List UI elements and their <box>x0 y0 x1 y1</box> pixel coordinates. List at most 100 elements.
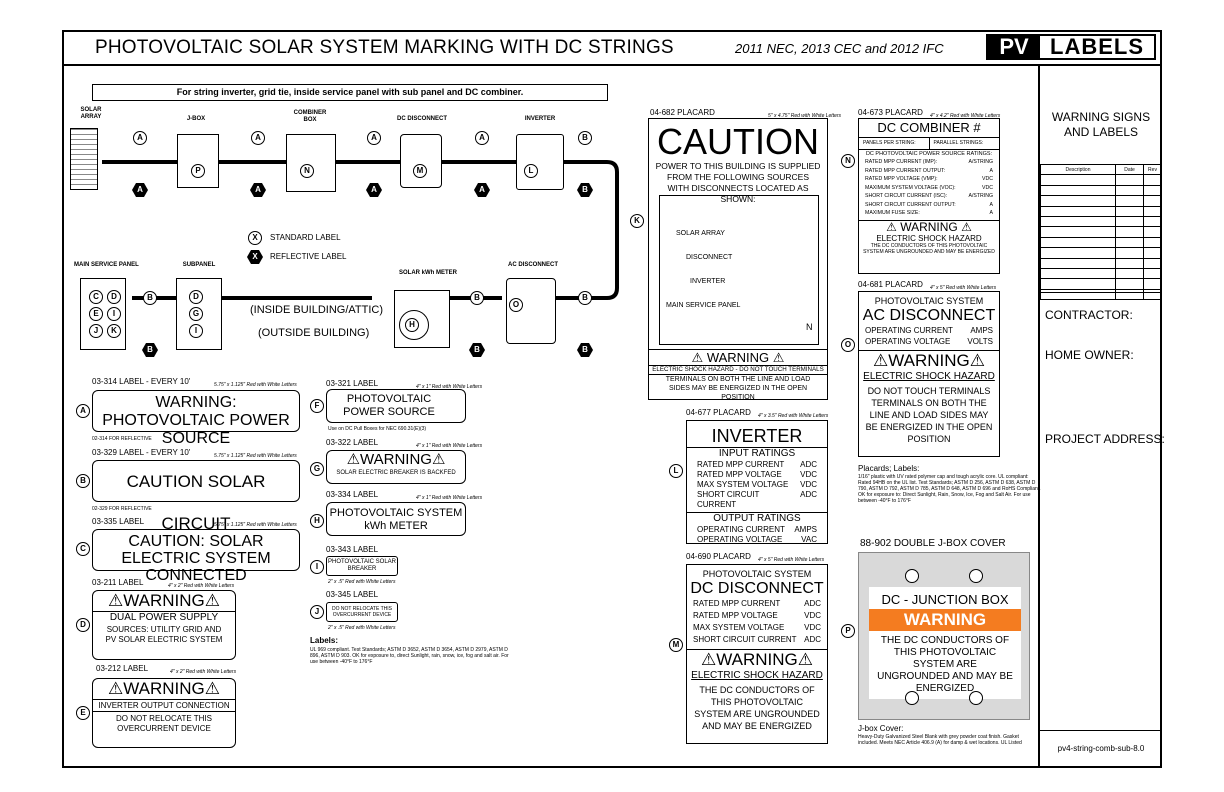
label-03-211-line1: DUAL POWER SUPPLY <box>93 611 235 623</box>
inverter-label: INVERTER <box>524 116 556 122</box>
label-03-314: WARNING: PHOTOVOLTAIC POWER SOURCE <box>92 390 300 447</box>
placard-04-681-title: AC DISCONNECT <box>862 307 996 324</box>
marker-a-r-4: A <box>474 183 490 197</box>
marker-m: M <box>413 164 427 178</box>
rating-name: SHORT CIRCUIT CURRENT <box>697 490 760 509</box>
rating-name: RATED MPP CURRENT OUTPUT: <box>865 167 946 174</box>
legend-reflective: REFLECTIVE LABEL <box>270 252 347 261</box>
label-03-322-spec: 4" x 1" Red with White Letters <box>416 443 483 449</box>
placard-04-677-header: 04-677 PLACARD <box>686 408 751 417</box>
marker-p: P <box>191 164 205 178</box>
marker-f: F <box>310 399 324 413</box>
label-03-335: CAUTION: SOLAR ELECTRIC SYSTEM CONNECTED <box>92 529 300 584</box>
output-ratings-heading: OUTPUT RATINGS <box>687 512 827 525</box>
jbox-cover-description: Heavy-Duty Galvanized Steel Blank with g… <box>858 734 1022 746</box>
marker-c: C <box>89 290 103 304</box>
drawing-frame <box>62 30 1162 768</box>
marker-j-2: J <box>310 605 324 619</box>
label-03-314-header: 03-314 LABEL - EVERY 10' <box>92 377 191 386</box>
rating-unit: ADC <box>800 490 817 499</box>
rating-name: SHORT CIRCUIT CURRENT <box>693 635 797 644</box>
sidebar-rule-bottom <box>1040 730 1162 731</box>
rating-name: OPERATING VOLTAGE <box>697 535 783 544</box>
rating-row: RATED MPP VOLTAGE (VMP):VDC <box>859 175 999 184</box>
marker-i-2: I <box>189 324 203 338</box>
label-03-212-spec: 4" x 2" Red with White Letters <box>170 669 237 675</box>
placard-04-673-header: 04-673 PLACARD <box>858 108 923 117</box>
rating-unit: VDC <box>982 176 993 182</box>
label-03-322: ⚠WARNING⚠ SOLAR ELECTRIC BREAKER IS BACK… <box>326 450 466 484</box>
label-03-212-line1: INVERTER OUTPUT CONNECTION <box>93 699 235 712</box>
screw-hole-icon <box>905 691 919 705</box>
marker-n-2: N <box>841 154 855 168</box>
placard-04-682-spec: 5" x 4.75" Red with White Letters <box>768 113 842 119</box>
rating-unit: ADC <box>804 599 821 608</box>
rating-row: RATED MPP CURRENT OUTPUT:A <box>859 167 999 176</box>
placard-04-681-line2: DO NOT TOUCH TERMINALS <box>867 386 991 396</box>
label-03-321-header: 03-321 LABEL <box>326 379 379 388</box>
placard-04-677-spec: 4" x 3.5" Red with White Letters <box>758 413 829 419</box>
rating-name: OPERATING CURRENT <box>697 525 785 534</box>
rating-name: RATED MPP CURRENT <box>693 599 781 608</box>
warning-heading: ⚠ WARNING ⚠ <box>649 349 827 365</box>
jbox-icon <box>177 134 219 188</box>
label-03-334: PHOTOVOLTAIC SYSTEM kWh METER <box>326 502 466 536</box>
solar-array-icon <box>70 128 98 190</box>
warning-heading: ⚠WARNING⚠ <box>687 649 827 670</box>
subpanel-label: SUBPANEL <box>182 262 216 268</box>
marker-b-r-4: B <box>577 343 593 357</box>
code-references: 2011 NEC, 2013 CEC and 2012 IFC <box>735 41 944 56</box>
marker-l: L <box>524 164 538 178</box>
marker-b-1: B <box>578 131 592 145</box>
marker-i-3: I <box>310 560 324 574</box>
label-03-335-spec: 5.75" x 1.125" Red with White Letters <box>214 522 297 528</box>
project-address-label: PROJECT ADDRESS: <box>1045 432 1165 446</box>
placard-04-677-title: INVERTER <box>687 425 827 448</box>
warning-heading: ⚠WARNING⚠ <box>107 591 221 610</box>
rating-name: MAX SYSTEM VOLTAGE <box>697 480 789 489</box>
jbox-label-title: DC - JUNCTION BOX <box>881 592 1009 607</box>
marker-a-3: A <box>367 131 381 145</box>
marker-b-3: B <box>470 291 484 305</box>
north-arrow-icon: N <box>806 322 813 332</box>
rating-unit: A/STRING <box>968 193 994 199</box>
jbox-cover: DC - JUNCTION BOX WARNING THE DC CONDUCT… <box>858 552 1030 720</box>
label-03-211-spec: 4" x 2" Red with White Letters <box>168 583 235 589</box>
label-03-334-spec: 4" x 1" Red with White Letters <box>416 495 483 501</box>
marker-a-r-2: A <box>250 183 266 197</box>
placard-04-681-spec: 4" x 5" Red with White Letters <box>930 285 997 291</box>
solar-array-label: SOLAR ARRAY <box>80 107 102 120</box>
page-title: PHOTOVOLTAIC SOLAR SYSTEM MARKING WITH D… <box>95 37 674 58</box>
screw-hole-icon <box>969 691 983 705</box>
marker-o: O <box>509 298 523 312</box>
sidebar-divider <box>1038 64 1040 768</box>
rating-unit: VDC <box>804 623 821 632</box>
marker-c-2: C <box>76 542 90 556</box>
label-03-314-spec: 5.75" x 1.125" Red with White Letters <box>214 382 297 388</box>
jbox-label-text: THE DC CONDUCTORS OF THIS PHOTOVOLTAIC S… <box>877 635 1013 694</box>
label-03-212: ⚠WARNING⚠ INVERTER OUTPUT CONNECTION DO … <box>92 678 236 748</box>
marker-b-r-2: B <box>142 343 158 357</box>
map-area: SOLAR ARRAY DISCONNECT INVERTER MAIN SER… <box>659 195 819 345</box>
placard-04-677: INVERTER INPUT RATINGS RATED MPP CURRENT… <box>686 420 828 544</box>
meter-dial-icon <box>399 310 429 340</box>
marker-h-2: H <box>310 514 324 528</box>
placard-04-673-spec: 4" x 4.2" Red with White Letters <box>930 113 1001 119</box>
rating-row: SHORT CIRCUIT CURRENT ADC <box>687 490 827 510</box>
marker-a-r-3: A <box>366 183 382 197</box>
label-03-345-spec: 2" x .5" Red with White Letters <box>328 625 396 631</box>
diagram-note: For string inverter, grid tie, inside se… <box>92 84 608 101</box>
label-03-322-header: 03-322 LABEL <box>326 438 379 447</box>
placard-04-690-title: DC DISCONNECT <box>690 580 824 597</box>
marker-b-4: B <box>578 291 592 305</box>
rating-row: SHORT CIRCUIT CURRENT OUTPUT:A <box>859 201 999 210</box>
ratings-heading: DC PHOTOVOLTAIC POWER SOURCE RATINGS: <box>865 151 993 157</box>
logo-labels: LABELS <box>1050 34 1144 59</box>
rating-unit: ADC <box>800 460 817 469</box>
